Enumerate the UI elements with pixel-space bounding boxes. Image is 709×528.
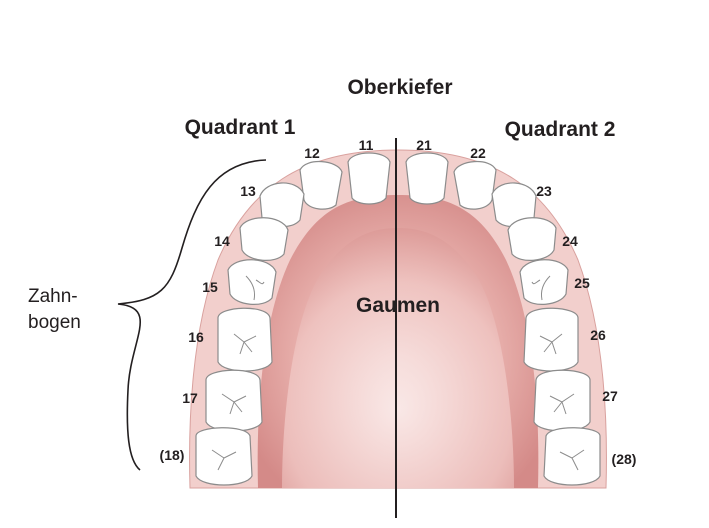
tooth-25-groove: [531, 275, 551, 301]
tooth-label-21: 21: [416, 137, 432, 153]
arch-label-line2: bogen: [28, 312, 81, 333]
tooth-23: [491, 182, 537, 228]
tooth-27: [533, 369, 591, 432]
tooth-label-23: 23: [536, 183, 552, 199]
tooth-27-groove: [549, 393, 575, 415]
tooth-11: [347, 152, 391, 205]
teeth-quadrant-1: [195, 152, 391, 486]
tooth-17-groove: [221, 393, 247, 415]
tooth-12: [299, 161, 343, 210]
tooth-21: [405, 152, 449, 205]
palate-inner: [282, 228, 514, 488]
tooth-26-groove: [539, 333, 563, 355]
tooth-24: [507, 217, 557, 261]
tooth-label-25: 25: [574, 275, 590, 291]
tooth-label-28: (28): [612, 451, 637, 467]
tooth-label-16: 16: [188, 329, 204, 345]
palate-label: Gaumen: [356, 294, 440, 317]
tooth-16-groove: [233, 333, 257, 355]
arch-brace: [117, 159, 267, 471]
quadrant-2-label: Quadrant 2: [505, 118, 616, 141]
tooth-22: [453, 161, 497, 210]
tooth-25: [519, 259, 569, 305]
tooth-label-27: 27: [602, 388, 618, 404]
tooth-label-26: 26: [590, 327, 606, 343]
tooth-16: [217, 307, 273, 372]
tooth-15: [227, 259, 277, 305]
tooth-label-17: 17: [182, 390, 198, 406]
tooth-17: [205, 369, 263, 432]
tooth-label-15: 15: [202, 279, 218, 295]
tooth-18-groove: [211, 449, 237, 471]
tooth-label-12: 12: [304, 145, 320, 161]
tooth-18: [195, 427, 253, 486]
tooth-28: [543, 427, 601, 486]
tooth-14: [239, 217, 289, 261]
tooth-label-13: 13: [240, 183, 256, 199]
tooth-15-groove: [245, 275, 265, 301]
teeth-quadrant-2: [405, 152, 601, 486]
tooth-label-18: (18): [160, 447, 185, 463]
tooth-label-22: 22: [470, 145, 486, 161]
quadrant-1-label: Quadrant 1: [185, 116, 296, 139]
title-oberkiefer: Oberkiefer: [347, 76, 452, 99]
tooth-label-14: 14: [214, 233, 230, 249]
tooth-label-11: 11: [359, 137, 374, 153]
arch-label-line1: Zahn-: [28, 286, 78, 307]
tooth-label-24: 24: [562, 233, 578, 249]
tooth-28-groove: [559, 449, 585, 471]
tooth-26: [523, 307, 579, 372]
